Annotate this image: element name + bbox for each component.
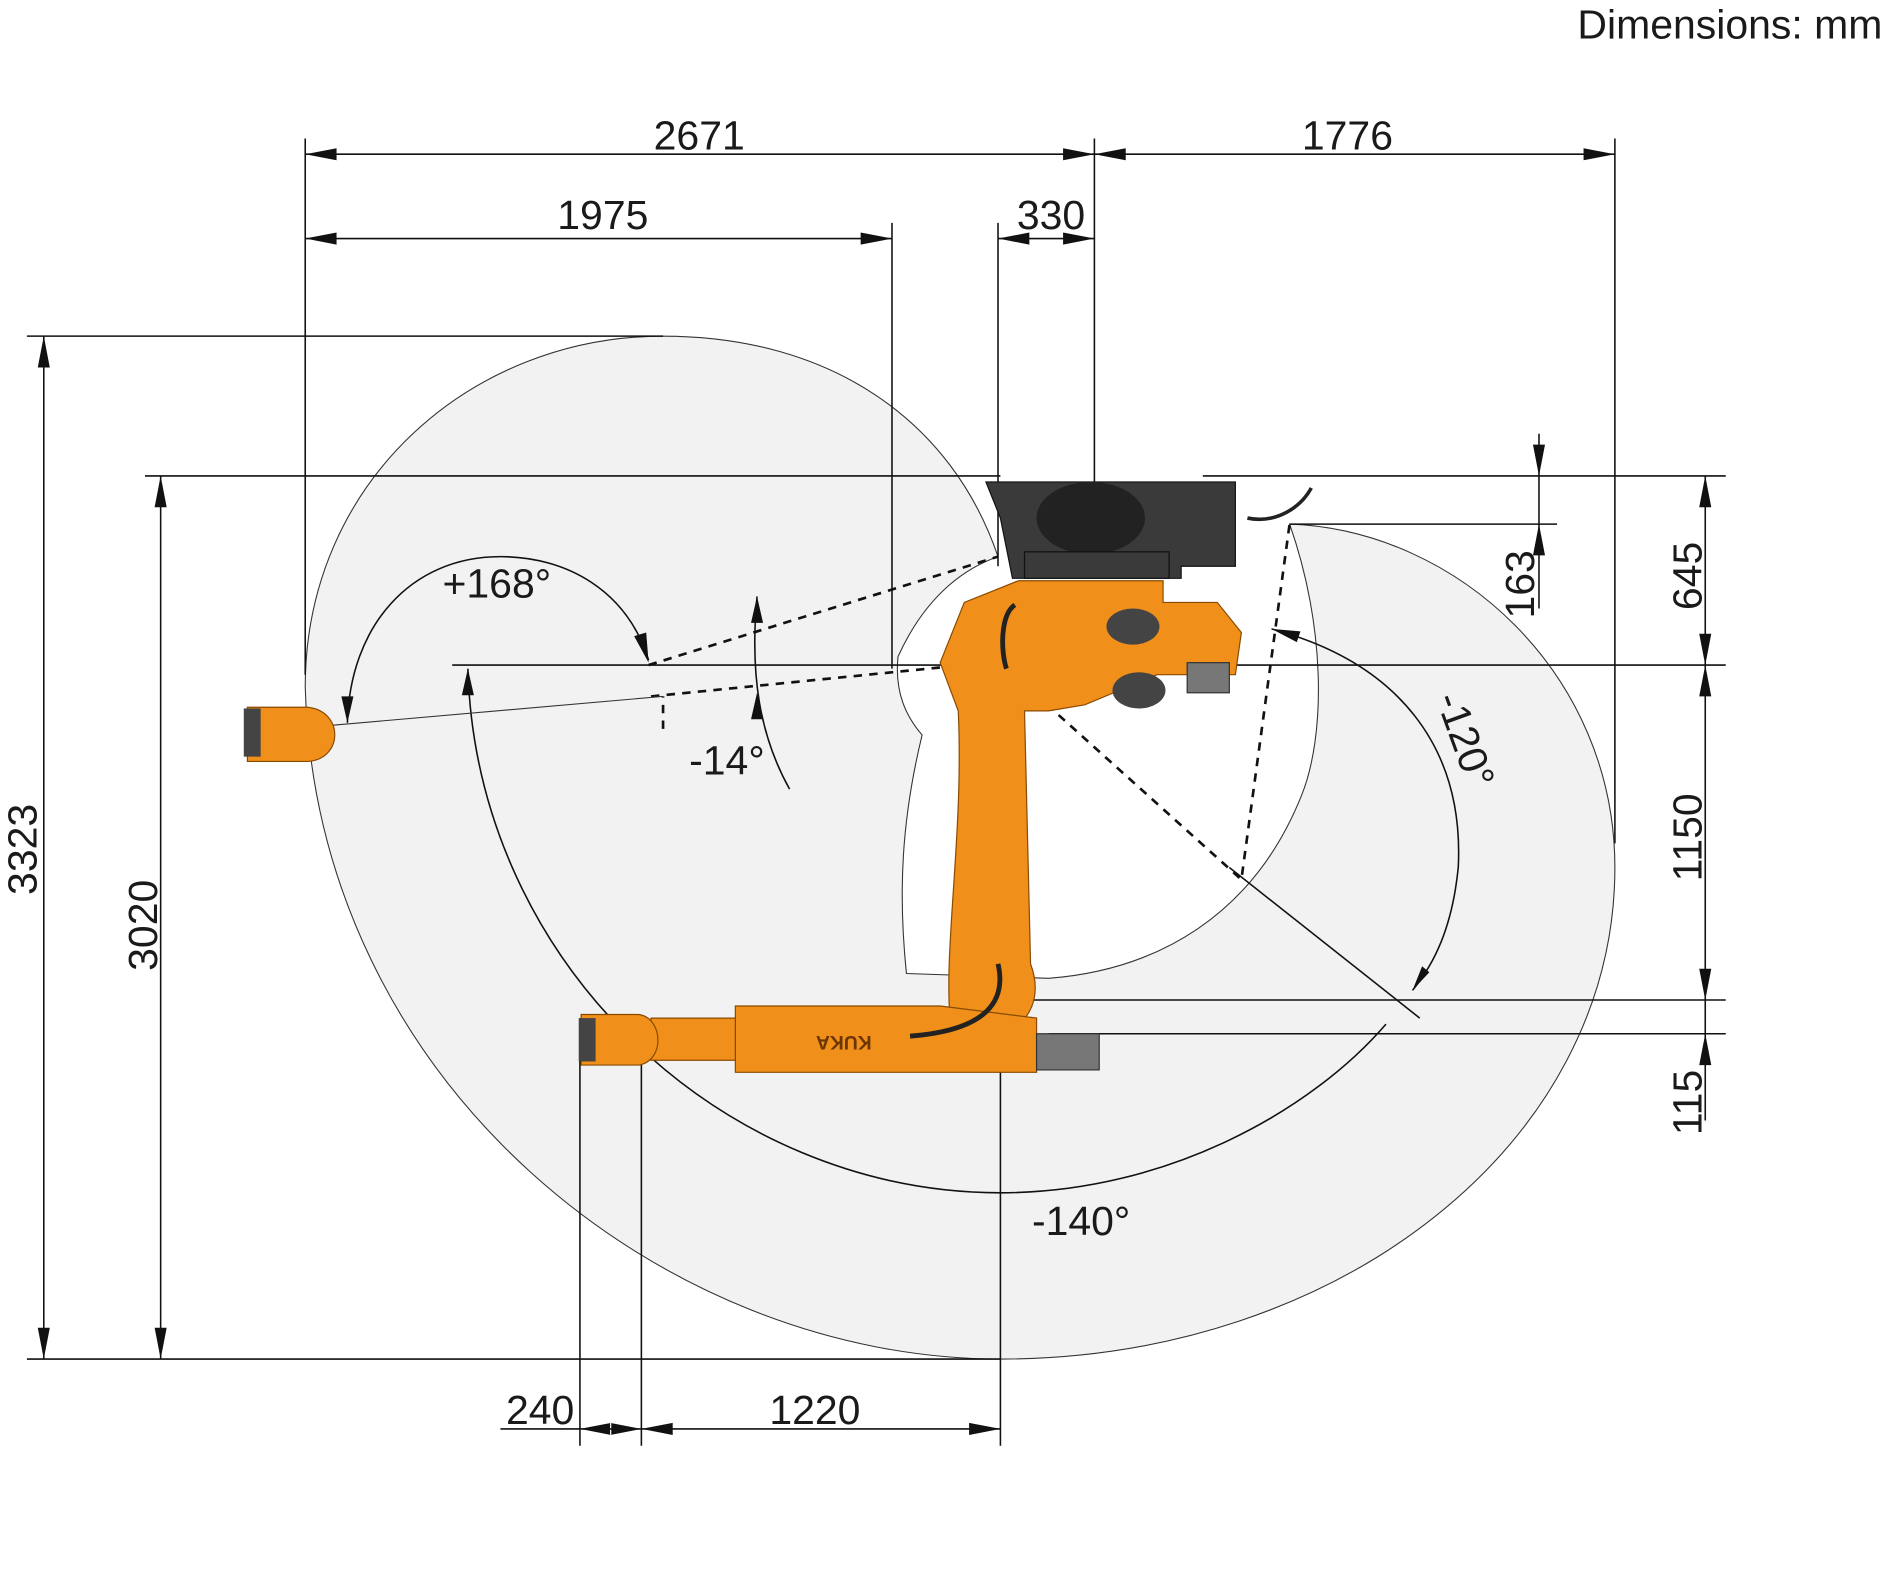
dim-3020: 3020	[120, 880, 166, 971]
dim-240: 240	[506, 1387, 574, 1433]
dim-163: 163	[1497, 550, 1543, 618]
dim-1150: 1150	[1665, 793, 1711, 881]
dim-115: 115	[1665, 1070, 1711, 1135]
angle-minus-14: -14°	[689, 738, 765, 784]
dim-645: 645	[1665, 542, 1711, 610]
robot-base	[985, 481, 1313, 579]
dim-1975: 1975	[557, 192, 648, 238]
angle-plus-168: +168°	[442, 561, 551, 607]
dim-1776: 1776	[1302, 112, 1393, 158]
angle-minus-140: -140°	[1032, 1198, 1130, 1244]
workspace-envelope	[304, 335, 1616, 1360]
a1-positive-arc	[346, 555, 650, 723]
lower-position-line	[650, 661, 989, 729]
units-label: Dimensions: mm	[1577, 2, 1882, 48]
robot-tool-extended	[243, 706, 336, 763]
a1-negative-arc	[753, 596, 791, 790]
arrowheads	[37, 148, 1712, 1435]
dim-330: 330	[1017, 192, 1085, 238]
a3-negative-arc	[467, 668, 1387, 1194]
folded-offset-line	[1228, 866, 1421, 1019]
dim-1220: 1220	[769, 1387, 860, 1433]
dim-3323: 3323	[0, 804, 46, 895]
dimension-lines	[26, 138, 1726, 1446]
kuka-logo: KUKA	[816, 1031, 872, 1052]
upper-position-line	[648, 555, 999, 667]
dim-2671: 2671	[654, 112, 745, 158]
extended-arm-line	[331, 695, 664, 726]
robot-arm: KUKA	[578, 580, 1243, 1073]
